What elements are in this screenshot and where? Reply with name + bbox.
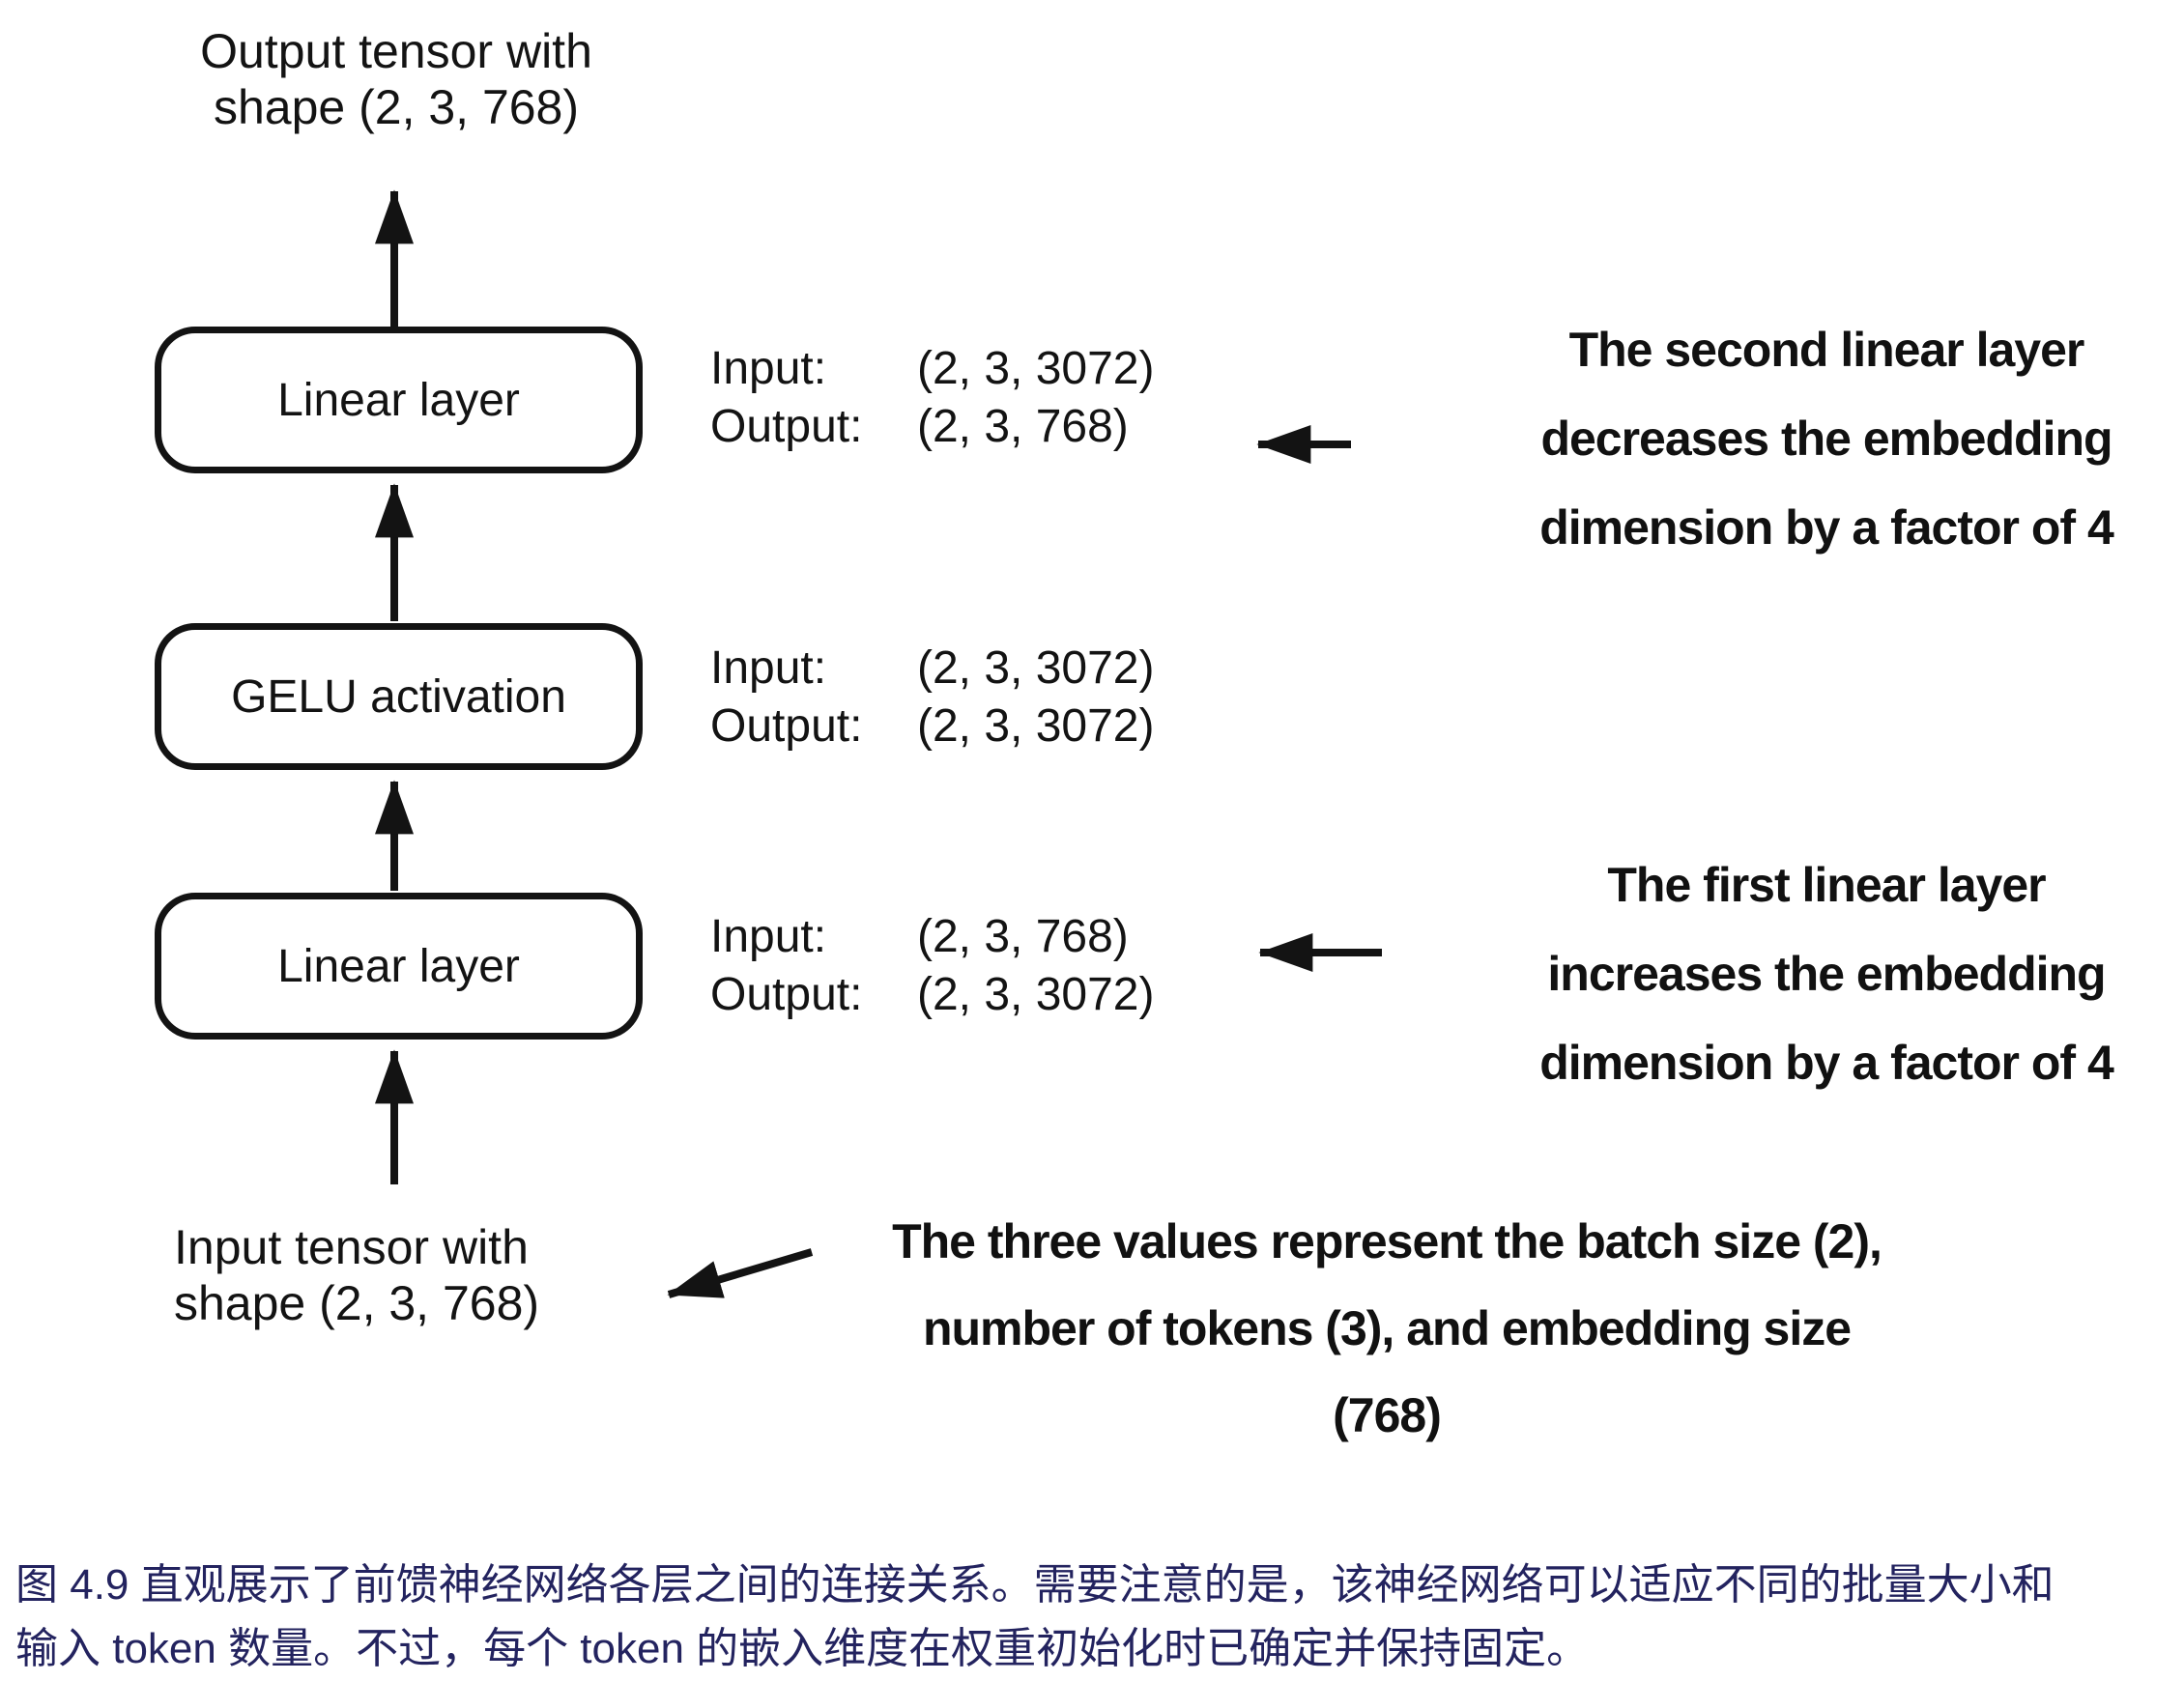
io-input-shape: (2, 3, 3072) bbox=[917, 642, 1155, 694]
output-tensor-label-line2: shape (2, 3, 768) bbox=[213, 80, 580, 134]
linear-layer-1-io: Input: (2, 3, 768) Output: (2, 3, 3072) bbox=[710, 908, 1154, 1024]
output-tensor-label-line1: Output tensor with bbox=[200, 24, 592, 78]
gelu-io: Input: (2, 3, 3072) Output: (2, 3, 3072) bbox=[710, 640, 1154, 755]
output-tensor-label: Output tensor with shape (2, 3, 768) bbox=[106, 23, 686, 135]
gelu-activation-box: GELU activation bbox=[155, 623, 643, 770]
annotation-second-linear-line3: dimension by a factor of 4 bbox=[1539, 500, 2114, 555]
annotation-tensor-values-line2: number of tokens (3), and embedding size bbox=[922, 1301, 1852, 1355]
io-output-shape: (2, 3, 768) bbox=[917, 401, 1129, 452]
linear-layer-2-box: Linear layer bbox=[155, 327, 643, 473]
io-output-label: Output: bbox=[710, 969, 863, 1020]
annotation-second-linear: The second linear layer decreases the em… bbox=[1488, 305, 2165, 572]
io-output-shape: (2, 3, 3072) bbox=[917, 969, 1155, 1020]
linear-layer-2-label: Linear layer bbox=[277, 374, 520, 426]
annotation-first-linear: The first linear layer increases the emb… bbox=[1488, 840, 2165, 1107]
io-output-label: Output: bbox=[710, 401, 863, 452]
io-input-shape: (2, 3, 3072) bbox=[917, 343, 1155, 394]
linear-layer-2-io: Input: (2, 3, 3072) Output: (2, 3, 768) bbox=[710, 340, 1154, 456]
arrow-annotation-tensor-values bbox=[667, 1248, 814, 1298]
annotation-first-linear-line1: The first linear layer bbox=[1607, 858, 2046, 912]
input-tensor-label-line2: shape (2, 3, 768) bbox=[174, 1276, 540, 1330]
input-tensor-label-line1: Input tensor with bbox=[174, 1220, 529, 1274]
io-input-label: Input: bbox=[710, 642, 827, 694]
io-input-label: Input: bbox=[710, 911, 827, 962]
annotation-tensor-values: The three values represent the batch siz… bbox=[812, 1198, 1962, 1459]
io-input-shape: (2, 3, 768) bbox=[917, 911, 1129, 962]
annotation-first-linear-line3: dimension by a factor of 4 bbox=[1539, 1036, 2114, 1090]
io-output-label: Output: bbox=[710, 700, 863, 752]
linear-layer-1-box: Linear layer bbox=[155, 893, 643, 1040]
io-input-label: Input: bbox=[710, 343, 827, 394]
annotation-first-linear-line2: increases the embedding bbox=[1547, 947, 2106, 1001]
figure-caption-line2: 输入 token 数量。不过，每个 token 的嵌入维度在权重初始化时已确定并… bbox=[15, 1625, 1590, 1672]
annotation-second-linear-line2: decreases the embedding bbox=[1540, 412, 2112, 466]
input-tensor-label: Input tensor with shape (2, 3, 768) bbox=[174, 1219, 638, 1331]
annotation-second-linear-line1: The second linear layer bbox=[1568, 323, 2085, 377]
annotation-tensor-values-line3: (768) bbox=[1333, 1388, 1442, 1442]
gelu-activation-label: GELU activation bbox=[231, 670, 566, 723]
figure-caption: 图 4.9 直观展示了前馈神经网络各层之间的连接关系。需要注意的是，该神经网络可… bbox=[15, 1553, 2055, 1681]
io-output-shape: (2, 3, 3072) bbox=[917, 700, 1155, 752]
annotation-tensor-values-line1: The three values represent the batch siz… bbox=[892, 1214, 1882, 1268]
figure-caption-line1: 图 4.9 直观展示了前馈神经网络各层之间的连接关系。需要注意的是，该神经网络可… bbox=[15, 1561, 2055, 1609]
linear-layer-1-label: Linear layer bbox=[277, 940, 520, 992]
